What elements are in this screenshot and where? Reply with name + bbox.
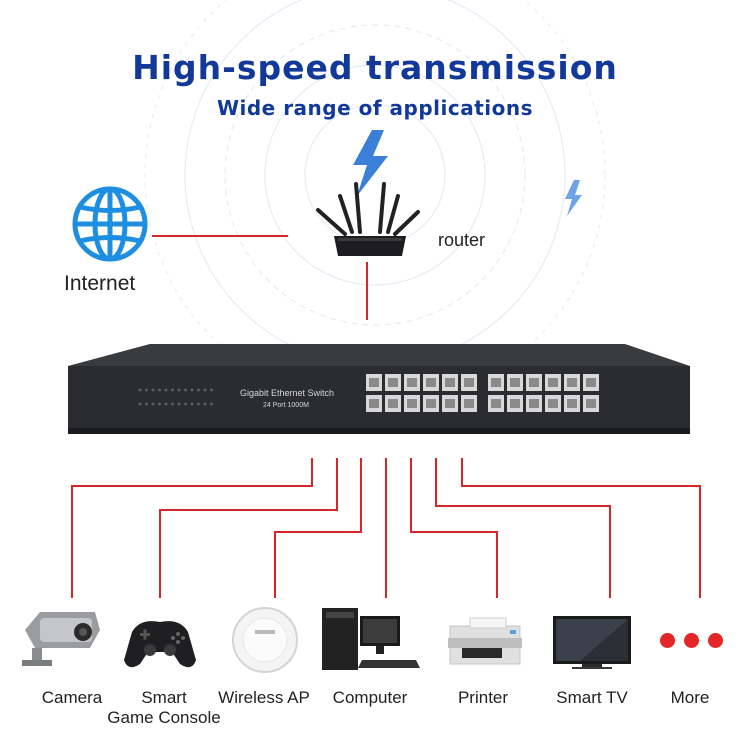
port-socket	[491, 399, 501, 408]
port-led	[177, 388, 181, 392]
port-led	[190, 402, 194, 406]
device-label-game-console-line2: Game Console	[107, 708, 221, 727]
lightning-icon	[565, 180, 582, 216]
port-led	[158, 402, 161, 406]
port-led	[203, 388, 207, 392]
port-socket	[445, 378, 455, 387]
port-socket	[491, 378, 501, 387]
port-socket	[388, 378, 398, 387]
port-socket	[464, 399, 474, 408]
port-socket	[529, 399, 539, 408]
ethernet-ports	[366, 374, 599, 412]
camera-icon	[22, 612, 100, 666]
gamepad-icon	[124, 621, 196, 668]
port-led	[151, 388, 155, 392]
tv-icon	[553, 616, 631, 669]
device-label-smart-tv: Smart TV	[556, 688, 628, 707]
port-socket	[407, 378, 417, 387]
port-led	[197, 388, 200, 392]
port-socket	[567, 399, 577, 408]
switch-name: Gigabit Ethernet Switch	[240, 388, 335, 398]
port-led	[171, 402, 174, 406]
port-socket	[426, 399, 436, 408]
port-led	[203, 402, 207, 406]
port-socket	[510, 399, 520, 408]
device-label-game-console: Smart	[141, 688, 187, 707]
port-led	[151, 402, 155, 406]
port-socket	[388, 399, 398, 408]
port-led	[171, 388, 174, 392]
device-label-more: More	[670, 688, 710, 707]
dot-2	[684, 633, 699, 648]
port-socket	[369, 378, 379, 387]
printer-icon	[448, 617, 522, 665]
port-led	[164, 402, 168, 406]
wireless-ap-icon	[232, 607, 298, 673]
device-label-wireless-ap: Wireless AP	[218, 688, 310, 707]
port-leds	[138, 388, 213, 406]
port-led	[184, 402, 187, 406]
page-title: High-speed transmission	[132, 48, 618, 87]
port-led	[210, 388, 213, 392]
port-socket	[445, 399, 455, 408]
port-socket	[369, 399, 379, 408]
port-led	[164, 388, 168, 392]
port-led	[145, 388, 148, 392]
port-socket	[586, 378, 596, 387]
lightning-icon	[353, 130, 388, 196]
port-socket	[529, 378, 539, 387]
port-led	[138, 402, 142, 406]
port-led	[210, 402, 213, 406]
port-led	[145, 402, 148, 406]
port-led	[184, 388, 187, 392]
port-socket	[426, 378, 436, 387]
port-led	[177, 402, 181, 406]
device-label-camera: Camera	[41, 688, 103, 707]
port-socket	[464, 378, 474, 387]
port-socket	[548, 399, 558, 408]
page-subtitle: Wide range of applications	[216, 96, 534, 120]
port-led	[190, 388, 194, 392]
internet-label: Internet	[64, 272, 136, 295]
port-socket	[548, 378, 558, 387]
port-led	[138, 388, 142, 392]
port-socket	[510, 378, 520, 387]
port-socket	[586, 399, 596, 408]
port-socket	[407, 399, 417, 408]
port-led	[158, 388, 161, 392]
dot-1	[660, 633, 675, 648]
device-label-computer: Computer	[332, 688, 408, 707]
dot-3	[708, 633, 723, 648]
device-label-printer: Printer	[457, 688, 509, 707]
port-led	[197, 402, 200, 406]
router-label: router	[438, 230, 486, 250]
computer-icon	[322, 608, 420, 670]
switch-model: 24 Port 1000M	[263, 402, 309, 409]
port-socket	[567, 378, 577, 387]
